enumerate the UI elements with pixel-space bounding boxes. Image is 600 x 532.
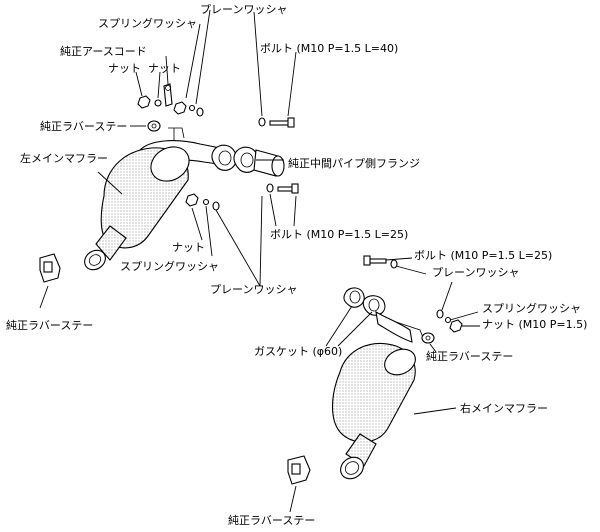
top-hardware [137,83,204,117]
bolt-right-shape [363,255,398,269]
label-rubber-stay-right: 純正ラバーステー [426,350,514,363]
left-tail-pipe [84,225,127,271]
label-rubber-stay-bottom: 純正ラバーステー [228,514,316,527]
label-right-main-muffler: 右メインマフラー [460,402,548,415]
right-main-muffler [332,342,416,443]
label-nut-b: ナット [148,62,181,75]
label-plain-washer-top: プレーンワッシャ [200,3,288,16]
label-left-main-muffler: 左メインマフラー [20,152,108,165]
left-muffler-assembly [39,127,233,283]
label-spring-washer-top: スプリングワッシャ [98,17,197,30]
label-bolt-top: ボルト (M10 P=1.5 L=40) [260,42,399,55]
mid-hardware [185,193,220,211]
label-mid-pipe-flange: 純正中間パイプ側フランジ [288,157,420,170]
rubber-stay-right-shape [421,332,435,344]
right-hardware [436,309,463,333]
label-spring-washer-mid: スプリングワッシャ [120,260,219,273]
rubber-stay-upper-shape [147,120,161,132]
label-nut-mid: ナット [172,241,205,254]
label-rubber-stay-upper: 純正ラバーステー [40,120,128,133]
label-gasket: ガスケット (φ60) [254,345,343,358]
left-main-muffler [100,146,190,249]
bolt-mid-shape [266,183,299,194]
label-bolt-right: ボルト (M10 P=1.5 L=25) [414,249,553,262]
right-tail-pipe [340,433,377,480]
label-nut-a: ナット [108,62,141,75]
label-earth-cord: 純正アースコード [60,45,147,58]
label-spring-washer-right: スプリングワッシャ [482,302,581,315]
left-rubber-stay-lower-shape [39,253,61,283]
label-plain-washer-mid: プレーンワッシャ [210,283,298,296]
leader-lines [39,9,480,513]
label-rubber-stay-lower-left: 純正ラバーステー [6,319,94,332]
right-muffler-assembly [287,255,463,485]
gasket-shape [343,287,386,316]
bolt-top-shape [258,117,295,128]
label-nut-right: ナット (M10 P=1.5) [482,318,588,331]
rubber-stay-bottom-shape [287,455,311,485]
label-plain-washer-right: プレーンワッシャ [432,266,520,279]
label-bolt-mid: ボルト (M10 P=1.5 L=25) [270,228,409,241]
mid-pipe-flange-shape [211,144,285,177]
